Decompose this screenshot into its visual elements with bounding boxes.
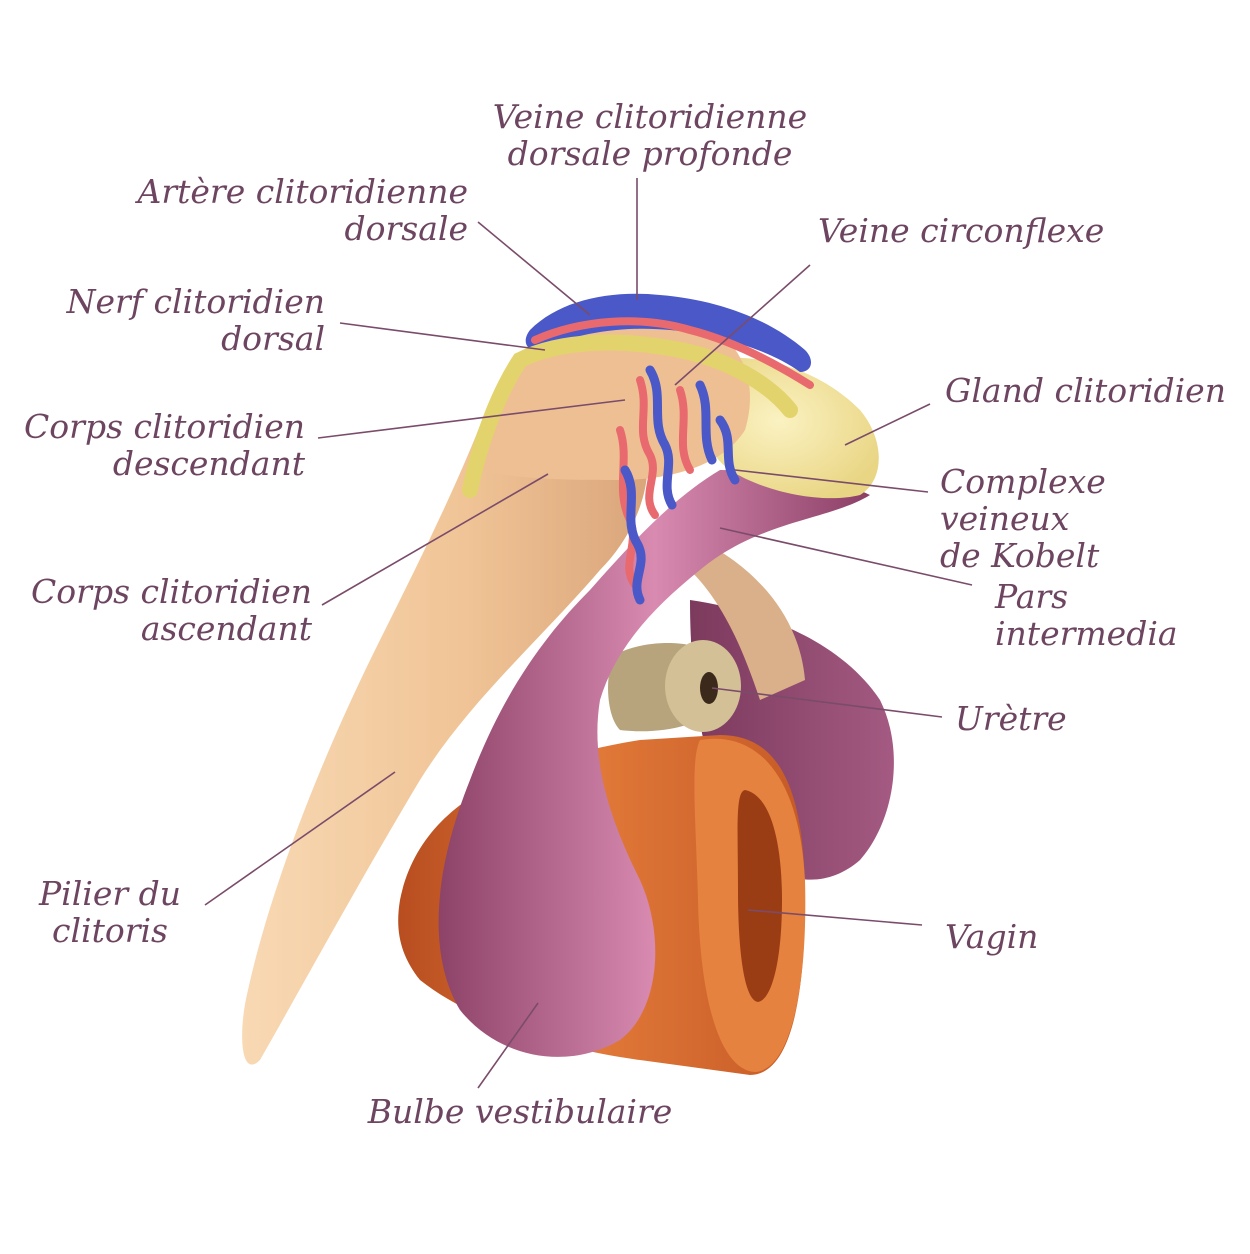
label-pars-intermedia: Pars intermedia (995, 578, 1195, 652)
label-artere-dorsale: Artère clitoridienne dorsale (110, 173, 468, 247)
label-corps-ascendant: Corps clitoridien ascendant (20, 573, 312, 647)
label-complexe-kobelt: Complexe veineux de Kobelt (940, 463, 1240, 574)
label-uretre: Urètre (955, 700, 1115, 737)
label-nerf-dorsal: Nerf clitoridien dorsal (40, 283, 325, 357)
label-gland: Gland clitoridien (945, 372, 1235, 409)
uretre-shape (608, 640, 741, 732)
leader-nerf (340, 323, 545, 350)
label-veine-dorsale-profonde: Veine clitoridienne dorsale profonde (490, 98, 810, 172)
leader-pars (720, 528, 972, 585)
label-veine-circonflexe: Veine circonflexe (818, 212, 1108, 249)
label-corps-descendant: Corps clitoridien descendant (20, 408, 305, 482)
label-vagin: Vagin (945, 918, 1085, 955)
label-bulbe: Bulbe vestibulaire (360, 1093, 680, 1130)
label-pilier: Pilier du clitoris (20, 875, 200, 949)
leader-artere (478, 222, 590, 315)
